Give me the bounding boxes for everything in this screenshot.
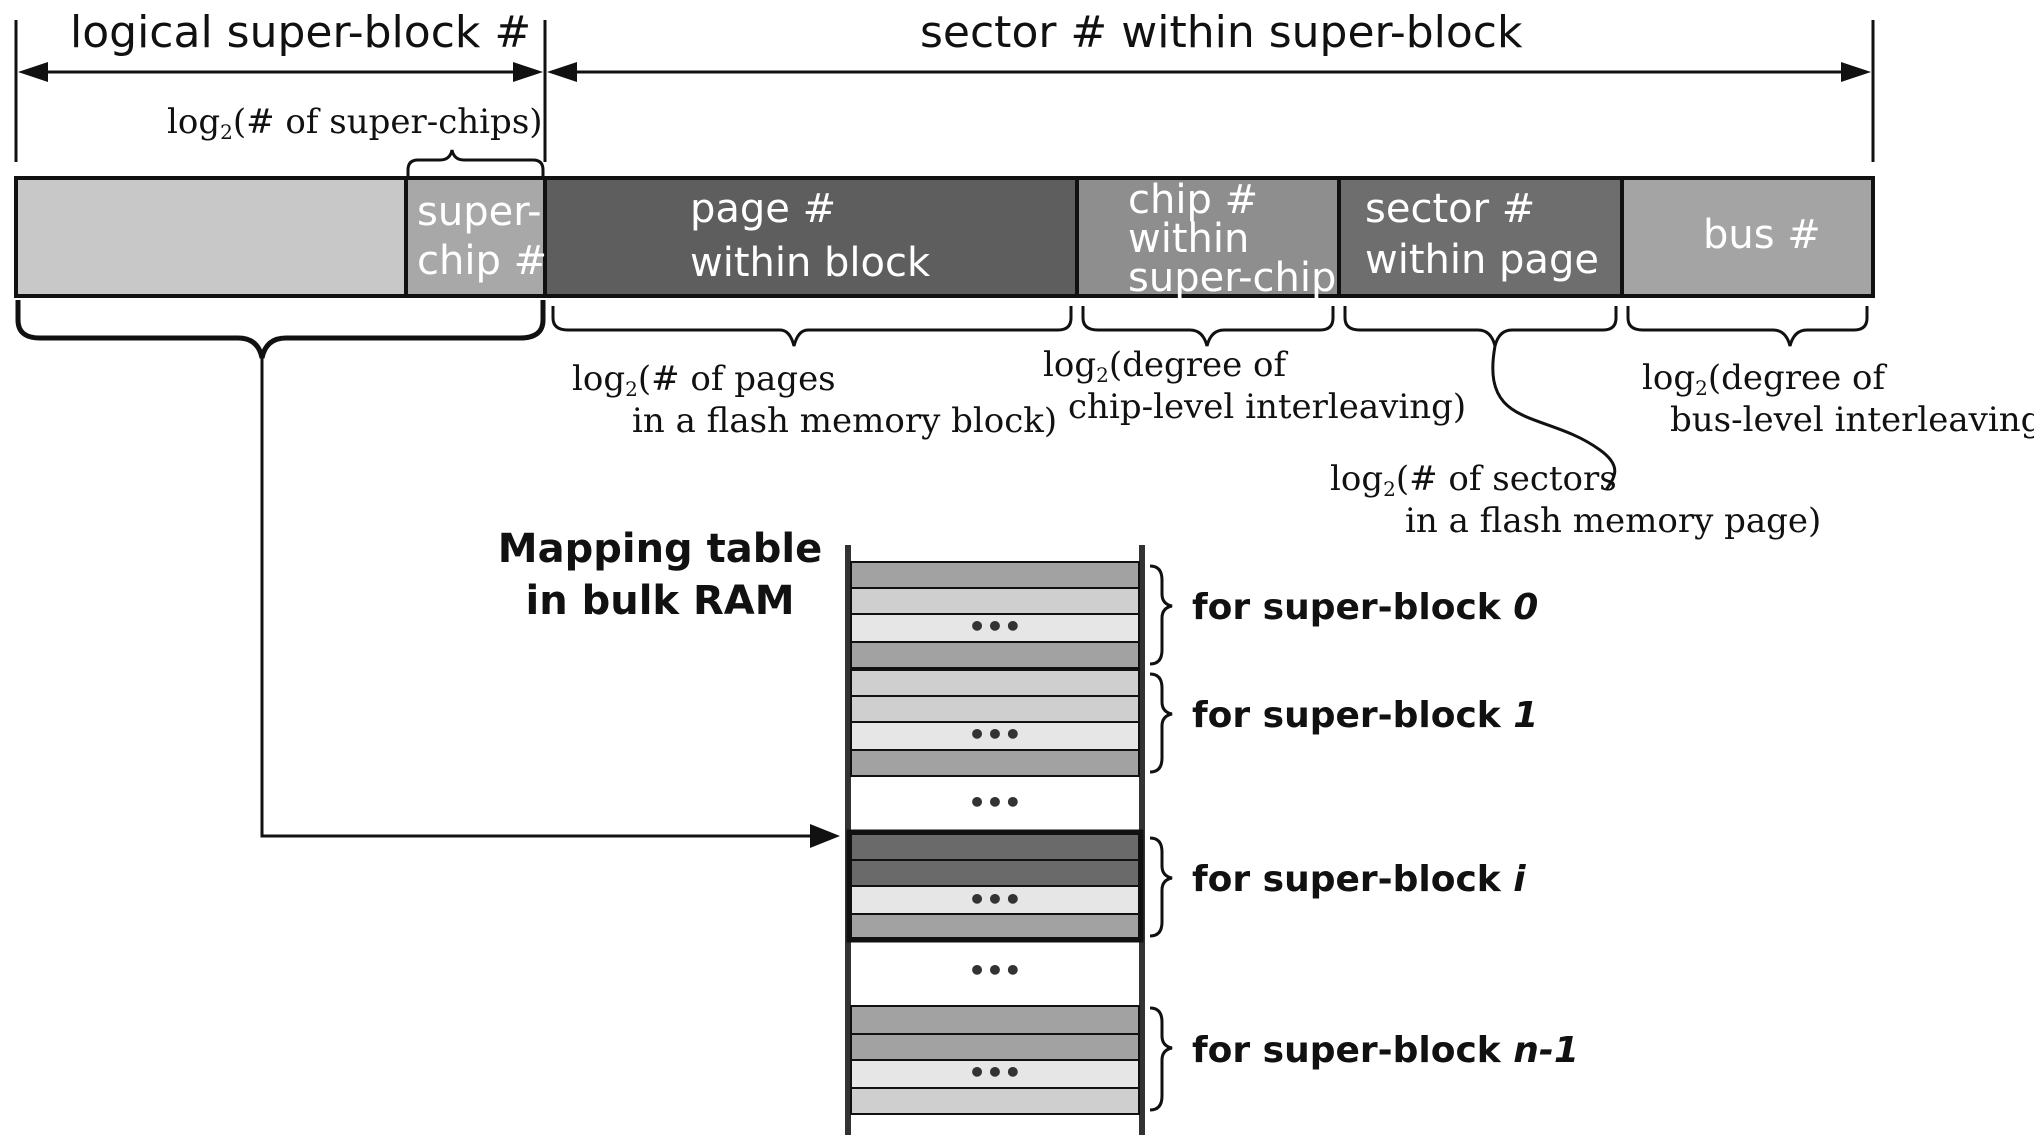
field-sector-label-2: within page — [1365, 237, 1599, 283]
annotation-bus-sub: 2 — [1695, 376, 1708, 400]
sector-within-superblock-label: sector # within super-block — [920, 7, 1523, 58]
logical-superblock-label: logical super-block # — [70, 7, 531, 58]
annotation-sectors-text-2: in a flash memory page) — [1405, 501, 1821, 541]
table-row — [850, 721, 1140, 751]
field-bus-label: bus # — [1703, 212, 1821, 258]
annotation-bus-text-1: (degree of — [1708, 358, 1888, 398]
chip-brace — [1081, 306, 1335, 347]
superblock-0-index: 0 — [1513, 587, 1538, 628]
table-group-superblock-n-1 — [850, 1005, 1140, 1115]
mapping-table: ••• ••• ••• ••• ••• ••• — [845, 545, 1145, 1135]
superblock-i-label: for super-block i — [1192, 859, 1526, 900]
table-gap-ellipsis: ••• — [968, 954, 1022, 987]
field-sector-label-1: sector # — [1365, 186, 1535, 232]
field-logical-superblock-high — [14, 176, 408, 298]
address-field-bar: super- chip # page # within block chip #… — [14, 176, 1875, 301]
mapping-table-title-2: in bulk RAM — [525, 578, 794, 624]
table-ellipsis: ••• — [968, 1056, 1022, 1089]
field-chip-label-1: chip # — [1128, 177, 1258, 223]
superblock-n-1-label: for super-block n-1 — [1192, 1030, 1579, 1071]
bus-brace — [1626, 306, 1869, 347]
field-chip — [1075, 176, 1341, 298]
annotation-sectors: log2(# of sectors in a flash memory page… — [1330, 459, 1821, 541]
table-gap-ellipsis: ••• — [968, 786, 1022, 819]
field-page-label-2: within block — [690, 240, 931, 286]
annotation-bus-log: log — [1642, 358, 1695, 398]
superblock-index-arrow — [260, 358, 840, 848]
field-bus — [1620, 176, 1875, 298]
annotation-chip-interleaving: log2(degree of chip-level interleaving) — [1043, 345, 1466, 427]
table-row — [850, 1059, 1140, 1089]
annotation-chip-sub: 2 — [1096, 363, 1109, 387]
annotation-pages-sub: 2 — [625, 377, 638, 401]
field-chip-label-3: super-chip — [1128, 255, 1336, 301]
annotation-pages-text-2: in a flash memory block) — [632, 401, 1057, 441]
superblock-1-label: for super-block 1 — [1192, 695, 1538, 736]
svg-text:log2(degree of: log2(degree of — [1043, 345, 1289, 387]
table-group-superblock-i — [846, 829, 1144, 943]
superblock-i-index: i — [1513, 859, 1526, 900]
header-arrowheads — [18, 62, 1871, 82]
table-row — [850, 695, 1140, 723]
annotation-bus-text-2: bus-level interleaving) — [1670, 400, 2034, 440]
header-dimensions — [14, 20, 1875, 162]
table-ellipsis: ••• — [968, 718, 1022, 751]
pages-brace — [551, 306, 1073, 347]
table-ellipsis: ••• — [968, 610, 1022, 643]
annotation-pages-text-1: (# of pages — [638, 359, 836, 399]
svg-text:log2(# of super-chips): log2(# of super-chips) — [167, 102, 543, 144]
svg-text:log2(degree of: log2(degree of — [1642, 358, 1888, 400]
annotation-sectors-sub: 2 — [1383, 477, 1396, 501]
table-group-superblock-1 — [850, 669, 1140, 777]
table-row — [850, 1087, 1140, 1115]
superblock-i-prefix: for super-block — [1192, 859, 1513, 900]
table-row — [850, 833, 1140, 861]
table-row — [850, 913, 1140, 939]
table-row — [850, 1005, 1140, 1035]
svg-text:log2(# of pages: log2(# of pages — [572, 359, 836, 401]
field-superchip-label-2: chip # — [417, 238, 547, 284]
annotation-chip-text-1: (degree of — [1109, 345, 1289, 385]
superchip-brace — [406, 149, 545, 176]
table-ellipsis: ••• — [968, 883, 1022, 916]
field-page-label-1: page # — [690, 186, 836, 232]
field-chip-label-2: within — [1128, 216, 1249, 262]
table-row — [850, 669, 1140, 697]
annotation-superchips-log: log — [167, 102, 220, 142]
annotation-chip-log: log — [1043, 345, 1096, 385]
annotation-sectors-log: log — [1330, 459, 1383, 499]
table-group-superblock-0 — [850, 561, 1140, 669]
field-page — [543, 176, 1079, 298]
annotation-bus-interleaving: log2(degree of bus-level interleaving) — [1642, 358, 2034, 440]
table-row — [850, 641, 1140, 669]
superblock-index-arrowhead — [810, 824, 840, 848]
sectors-brace — [1343, 306, 1618, 347]
table-row — [850, 749, 1140, 777]
annotation-pages-log: log — [572, 359, 625, 399]
table-row — [850, 885, 1140, 915]
mapping-table-title-1: Mapping table — [498, 526, 822, 572]
sectors-leader — [1491, 345, 1617, 491]
field-superchip-label-1: super- — [417, 189, 542, 235]
superblock-1-prefix: for super-block — [1192, 695, 1513, 736]
superblock-n-1-index: n-1 — [1513, 1030, 1579, 1071]
superblock-n-1-prefix: for super-block — [1192, 1030, 1513, 1071]
superblock-0-prefix: for super-block — [1192, 587, 1513, 628]
annotation-superchips-text: (# of super-chips) — [233, 102, 543, 142]
superblock-0-label: for super-block 0 — [1192, 587, 1538, 628]
group-braces — [1149, 564, 1173, 1112]
table-row — [850, 613, 1140, 643]
annotation-superchips-sub: 2 — [220, 120, 233, 144]
logical-superblock-brace — [15, 300, 546, 359]
table-row — [850, 561, 1140, 589]
field-sector — [1337, 176, 1624, 298]
svg-text:log2(# of sectors: log2(# of sectors — [1330, 459, 1617, 501]
annotation-pages: log2(# of pages in a flash memory block) — [572, 359, 1057, 441]
annotation-sectors-text-1: (# of sectors — [1396, 459, 1617, 499]
annotation-superchips: log2(# of super-chips) — [167, 102, 543, 144]
annotation-chip-text-2: chip-level interleaving) — [1068, 387, 1466, 427]
superblock-1-index: 1 — [1513, 695, 1538, 736]
